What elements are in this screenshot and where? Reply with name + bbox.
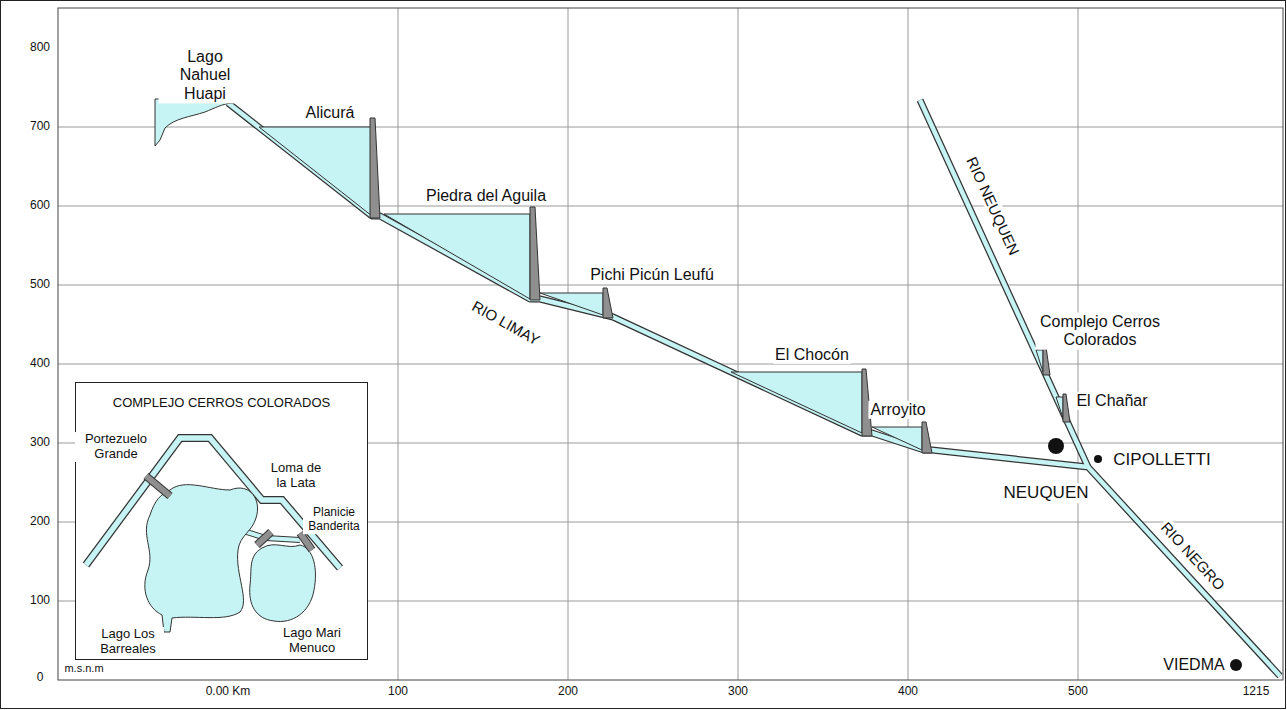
reservoir-shape bbox=[872, 427, 922, 450]
reservoir-shape bbox=[1036, 350, 1043, 372]
dam-name: Portezuelo Grande bbox=[75, 432, 157, 462]
lake-name: Lago Mari Menuco bbox=[270, 626, 354, 656]
dam-name: Complejo Cerros Colorados bbox=[1036, 313, 1165, 350]
dams bbox=[370, 118, 1070, 453]
river-outline bbox=[228, 103, 1280, 676]
lake-name: Lago Los Barreales bbox=[92, 627, 164, 657]
grid-line bbox=[58, 285, 1283, 286]
city-name: VIEDMA bbox=[1161, 656, 1226, 674]
grid-line bbox=[58, 127, 1283, 128]
inset-heading: COMPLEJO CERROS COLORADOS bbox=[76, 383, 367, 410]
city-dot bbox=[1230, 659, 1242, 671]
city-name: CIPOLLETTI bbox=[1111, 450, 1212, 470]
inset-dam-symbol bbox=[300, 533, 312, 550]
reservoir-shape bbox=[384, 214, 530, 299]
axis-tick: 200 bbox=[28, 515, 52, 529]
place-name: Loma de la Lata bbox=[266, 461, 326, 491]
dam-name: El Chañar bbox=[1074, 392, 1149, 410]
city-dots bbox=[1048, 438, 1242, 671]
city-name: NEUQUEN bbox=[1001, 483, 1090, 503]
river-water bbox=[228, 103, 1280, 676]
rivers bbox=[228, 100, 1280, 676]
inset-dam-symbol bbox=[257, 532, 271, 545]
grid-line bbox=[568, 8, 569, 680]
axis-tick: 600 bbox=[28, 199, 52, 213]
axis-tick: 700 bbox=[28, 120, 52, 134]
inset-map bbox=[86, 438, 340, 632]
axis-tick: 800 bbox=[28, 41, 52, 55]
axis-tick: 1215 bbox=[1241, 685, 1272, 699]
axis-tick: 300 bbox=[726, 685, 750, 699]
dam-name: Pichi Picún Leufú bbox=[588, 266, 716, 284]
inset-lake-shape bbox=[250, 545, 316, 622]
grid-line bbox=[58, 206, 1283, 207]
inset-heading-text: COMPLEJO CERROS COLORADOS bbox=[111, 395, 332, 410]
reservoir-shape bbox=[731, 372, 862, 433]
inset-lake-shape bbox=[145, 485, 258, 632]
river-water bbox=[920, 100, 1088, 467]
axis-tick: 100 bbox=[28, 594, 52, 608]
reservoir-shape bbox=[259, 127, 372, 216]
grid-line bbox=[398, 8, 399, 680]
dam-name: Alicurá bbox=[304, 104, 357, 122]
dam-symbol bbox=[1063, 394, 1070, 422]
dam-symbol bbox=[530, 207, 540, 300]
reservoir-shape bbox=[1056, 397, 1063, 418]
grid bbox=[58, 8, 1283, 680]
axis-tick: 500 bbox=[28, 278, 52, 292]
axis-tick: 400 bbox=[28, 357, 52, 371]
dam-name: Planicie Banderita bbox=[303, 506, 365, 534]
inset-dam-outline bbox=[257, 532, 271, 545]
axis-tick: 100 bbox=[386, 685, 410, 699]
axis-tick: 0.00 Km bbox=[204, 685, 253, 699]
axis-tick: 0 bbox=[35, 671, 46, 685]
inset-dam-outline bbox=[300, 533, 312, 550]
dam-symbol bbox=[370, 118, 380, 218]
plot-frame bbox=[58, 8, 1283, 680]
city-dot bbox=[1048, 438, 1064, 454]
grid-line bbox=[738, 8, 739, 680]
lake-shape bbox=[155, 99, 232, 146]
dam-name: Arroyito bbox=[868, 401, 927, 419]
dam-name: Piedra del Aguila bbox=[424, 187, 548, 205]
dam-symbol bbox=[603, 288, 613, 318]
axis-tick: 400 bbox=[896, 685, 920, 699]
axis-tick: 500 bbox=[1066, 685, 1090, 699]
axis-tick: 300 bbox=[28, 436, 52, 450]
river-outline bbox=[920, 100, 1088, 467]
dam-name: El Chocón bbox=[773, 346, 851, 364]
inset-ground bbox=[75, 382, 368, 660]
grid-line bbox=[58, 364, 1283, 365]
axis-tick: 200 bbox=[556, 685, 580, 699]
inset-dam-symbol bbox=[146, 476, 170, 496]
reservoir-shape bbox=[540, 293, 603, 315]
dam-symbol bbox=[922, 422, 932, 453]
inset-dam-outline bbox=[146, 476, 170, 496]
axis-unit: m.s.n.m bbox=[62, 662, 105, 675]
city-dot bbox=[1094, 455, 1102, 463]
dam-symbol bbox=[1043, 347, 1050, 375]
lake-name: Lago Nahuel Huapi bbox=[159, 48, 252, 103]
grid-line bbox=[908, 8, 909, 680]
